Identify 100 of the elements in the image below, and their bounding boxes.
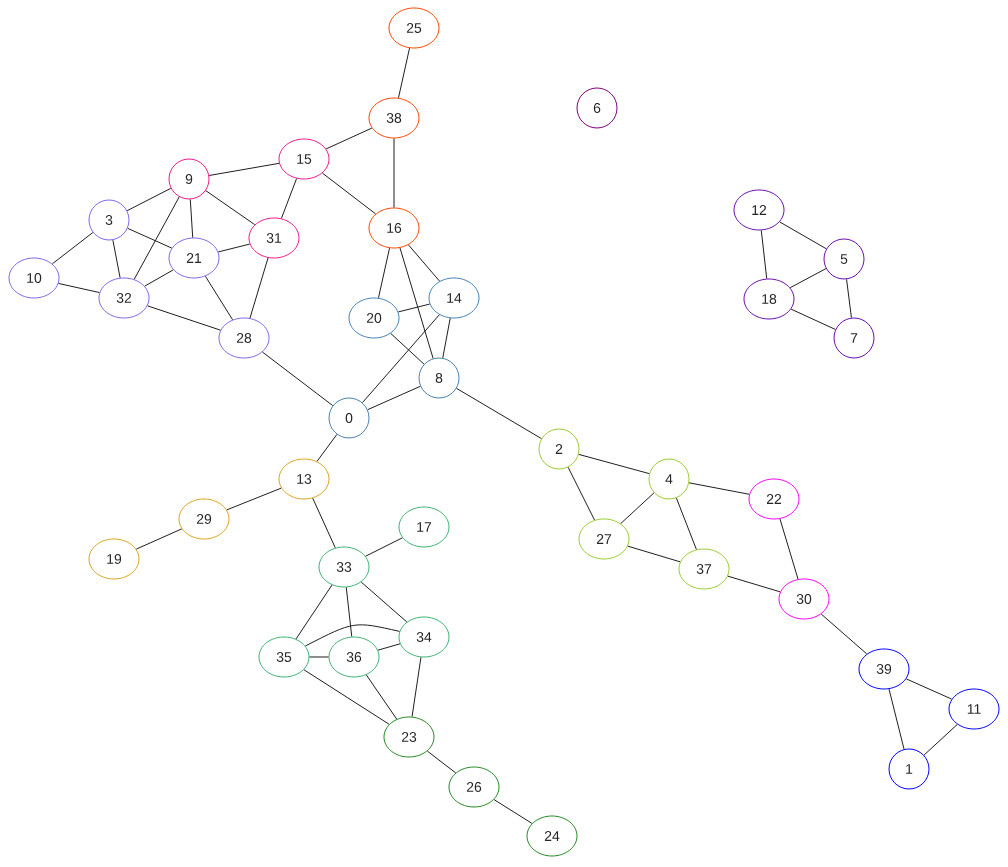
connector-line <box>627 545 681 563</box>
connector-line <box>367 385 421 411</box>
connector-line <box>727 575 781 593</box>
connector-line <box>377 643 401 651</box>
graph-node: 25 <box>388 7 440 49</box>
connector-line <box>365 537 403 557</box>
connector-line <box>280 178 298 219</box>
graph-node: 8 <box>418 357 460 399</box>
graph-node: 21 <box>168 237 220 279</box>
graph-node: 31 <box>248 217 300 259</box>
graph-node: 28 <box>218 317 270 359</box>
connector-line <box>399 247 434 359</box>
connector-line <box>846 278 852 319</box>
connector-line <box>888 688 905 750</box>
graph-node: 17 <box>398 506 450 548</box>
connector-line <box>204 275 234 321</box>
connector-line <box>789 268 827 289</box>
connector-line <box>779 221 827 250</box>
connector-line <box>208 162 280 176</box>
graph-node: 2 <box>538 428 580 470</box>
graph-node: 29 <box>178 498 230 540</box>
connector-line <box>205 190 256 226</box>
connector-line <box>135 528 183 550</box>
graph-node: 9 <box>168 158 210 200</box>
connector-line <box>456 387 542 440</box>
connector-line <box>790 308 836 330</box>
graph-node: 38 <box>368 97 420 139</box>
connector-line <box>905 678 953 700</box>
graph-node: 26 <box>448 766 500 808</box>
graph-node: 0 <box>328 397 370 439</box>
connector-line <box>779 518 799 580</box>
connector-line <box>226 487 282 511</box>
connector-line <box>147 305 221 331</box>
connector-line <box>360 581 408 623</box>
graph-node: 1 <box>888 748 930 790</box>
graph-node: 20 <box>348 297 400 339</box>
connector-line <box>820 613 868 655</box>
connector-line <box>305 624 400 647</box>
connector-line <box>390 332 425 365</box>
graph-node: 18 <box>743 278 795 320</box>
connector-line <box>189 198 194 238</box>
connector-line <box>365 674 398 720</box>
graph-node: 23 <box>383 716 435 758</box>
connector-line <box>362 314 440 404</box>
connector-line <box>493 799 533 824</box>
connector-line <box>378 247 390 299</box>
graph-node: 4 <box>648 458 690 500</box>
connector-line <box>144 269 174 287</box>
graph-node: 7 <box>833 317 875 359</box>
graph-node: 22 <box>748 478 800 520</box>
connector-line <box>58 282 100 294</box>
connector-line <box>127 227 173 249</box>
graph-node: 11 <box>948 688 1000 730</box>
connector-line <box>393 138 395 208</box>
graph-node: 16 <box>368 207 420 249</box>
graph-node: 39 <box>858 648 910 690</box>
graph-node: 36 <box>328 636 380 678</box>
connector-line <box>398 47 410 99</box>
connector-line <box>442 317 451 359</box>
connector-line <box>345 586 353 638</box>
connector-line <box>133 196 180 280</box>
connector-line <box>567 466 595 521</box>
connector-line <box>411 656 422 718</box>
graph-node: 5 <box>823 238 865 280</box>
graph-node: 35 <box>258 636 310 678</box>
graph-node: 33 <box>318 546 370 588</box>
graph-node: 37 <box>678 548 730 590</box>
connector-line <box>688 482 750 495</box>
connector-line <box>760 229 768 280</box>
graph-node: 15 <box>278 138 330 180</box>
connector-line <box>249 257 269 319</box>
graph-node: 13 <box>278 458 330 500</box>
connector-line <box>321 172 377 215</box>
connector-line <box>112 239 121 279</box>
connector-line <box>397 303 431 313</box>
connector-line <box>126 187 172 212</box>
connector-line <box>303 669 390 725</box>
graph-node: 10 <box>8 257 60 299</box>
graph-node: 24 <box>526 815 578 857</box>
connector-line <box>675 497 697 550</box>
graph-node: 30 <box>778 578 830 620</box>
graph-node: 3 <box>88 199 130 241</box>
connector-line <box>312 497 336 549</box>
connector-line <box>295 584 333 640</box>
connector-line <box>325 127 373 150</box>
connector-line <box>407 244 441 282</box>
graph-node: 32 <box>98 277 150 319</box>
graph-node: 14 <box>428 277 480 319</box>
graph-node: 19 <box>88 538 140 580</box>
connector-line <box>426 750 457 774</box>
connector-line <box>262 351 334 407</box>
connector-line <box>309 656 329 658</box>
graph-node: 12 <box>733 189 785 231</box>
connector-line <box>316 434 338 462</box>
connector-line <box>923 723 958 756</box>
graph-node: 34 <box>398 616 450 658</box>
connector-line <box>620 492 655 525</box>
graph-node: 6 <box>576 87 618 129</box>
graph-node: 27 <box>578 518 630 560</box>
connector-line <box>217 243 251 253</box>
